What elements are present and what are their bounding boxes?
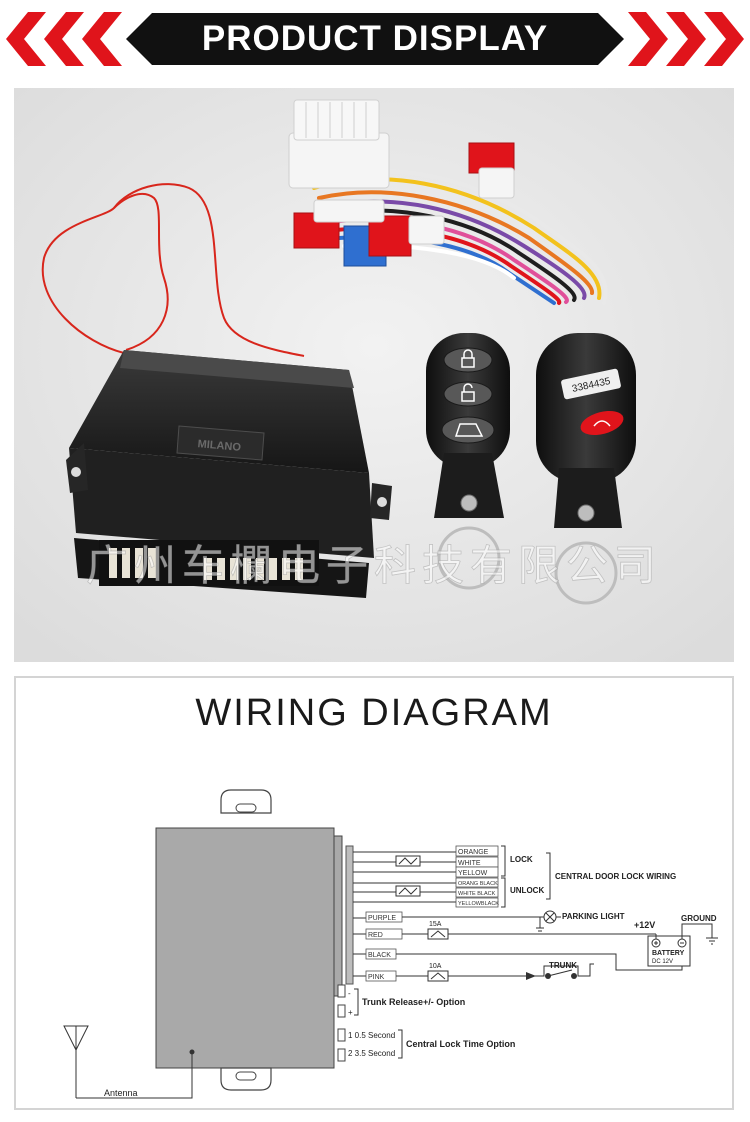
trunk-icon	[454, 423, 484, 437]
product-photo: MILANO	[14, 88, 734, 662]
control-unit	[155, 789, 354, 1091]
wire-white-label: WHITE	[458, 860, 481, 867]
antenna-symbol	[63, 1025, 195, 1099]
panic-button	[580, 410, 624, 436]
header-chevrons	[6, 12, 744, 66]
trunk-release-option-label: Trunk Release+/- Option	[362, 997, 465, 1007]
wiring-harness	[288, 99, 608, 305]
header-banner: PRODUCT DISPLAY	[0, 0, 750, 80]
control-module: MILANO	[66, 350, 392, 598]
lock-group-label: LOCK	[510, 855, 533, 864]
lock-icon	[461, 349, 475, 368]
ground-label: GROUND	[681, 914, 717, 923]
fuse-10a-label: 10A	[429, 963, 442, 970]
time-option-1-label: 1 0.5 Second	[348, 1031, 395, 1040]
trunk-plus-label: +	[348, 1008, 353, 1017]
central-door-lock-label: CENTRAL DOOR LOCK WIRING	[555, 872, 676, 881]
remote-fob-three-button	[426, 333, 510, 590]
wire-orange-black-label: ORANG BLACK	[458, 881, 498, 887]
module-brand-label: MILANO	[197, 438, 242, 454]
wiring-diagram: ORANGE WHITE YELLOW ORANG BLACK WHITE BL…	[63, 789, 718, 1099]
battery-label: BATTERY	[652, 950, 685, 957]
antenna-label: Antenna	[104, 1088, 138, 1098]
wire-red-label: RED	[368, 932, 383, 939]
trunk-label: TRUNK	[549, 961, 577, 970]
left-chevron-icons	[6, 12, 122, 66]
watermark-text: 广州车欄电子科技有限公司	[86, 542, 662, 589]
title-bar	[126, 13, 624, 65]
fuse-15a-label: 15A	[429, 921, 442, 928]
parking-light-label: PARKING LIGHT	[562, 912, 625, 921]
central-lock-time-label: Central Lock Time Option	[406, 1039, 515, 1049]
wire-pink-label: PINK	[368, 974, 385, 981]
plus12v-label: +12V	[634, 920, 655, 930]
unlock-icon	[461, 383, 475, 402]
wire-white-black-label: WHITE BLACK	[458, 891, 496, 897]
wire-black-label: BLACK	[368, 952, 391, 959]
wiring-diagram-panel: WIRING DIAGRAM	[14, 676, 734, 1110]
battery-spec-label: DC 12V	[652, 959, 673, 965]
unlock-group-label: UNLOCK	[510, 886, 544, 895]
trunk-minus-label: -	[348, 989, 351, 998]
right-chevron-icons	[628, 12, 744, 66]
wire-yellow-label: YELLOW	[458, 870, 488, 877]
remote-fob-panic: 3384435	[536, 333, 636, 605]
page-title: PRODUCT DISPLAY	[201, 19, 549, 58]
wire-purple-label: PURPLE	[368, 915, 396, 922]
antenna-wire	[41, 183, 305, 357]
time-option-2-label: 2 3.5 Second	[348, 1049, 395, 1058]
wire-yellow-black-label: YELLOWBLACK	[458, 901, 499, 907]
wire-orange-label: ORANGE	[458, 849, 489, 856]
diagram-title: WIRING DIAGRAM	[195, 692, 553, 734]
